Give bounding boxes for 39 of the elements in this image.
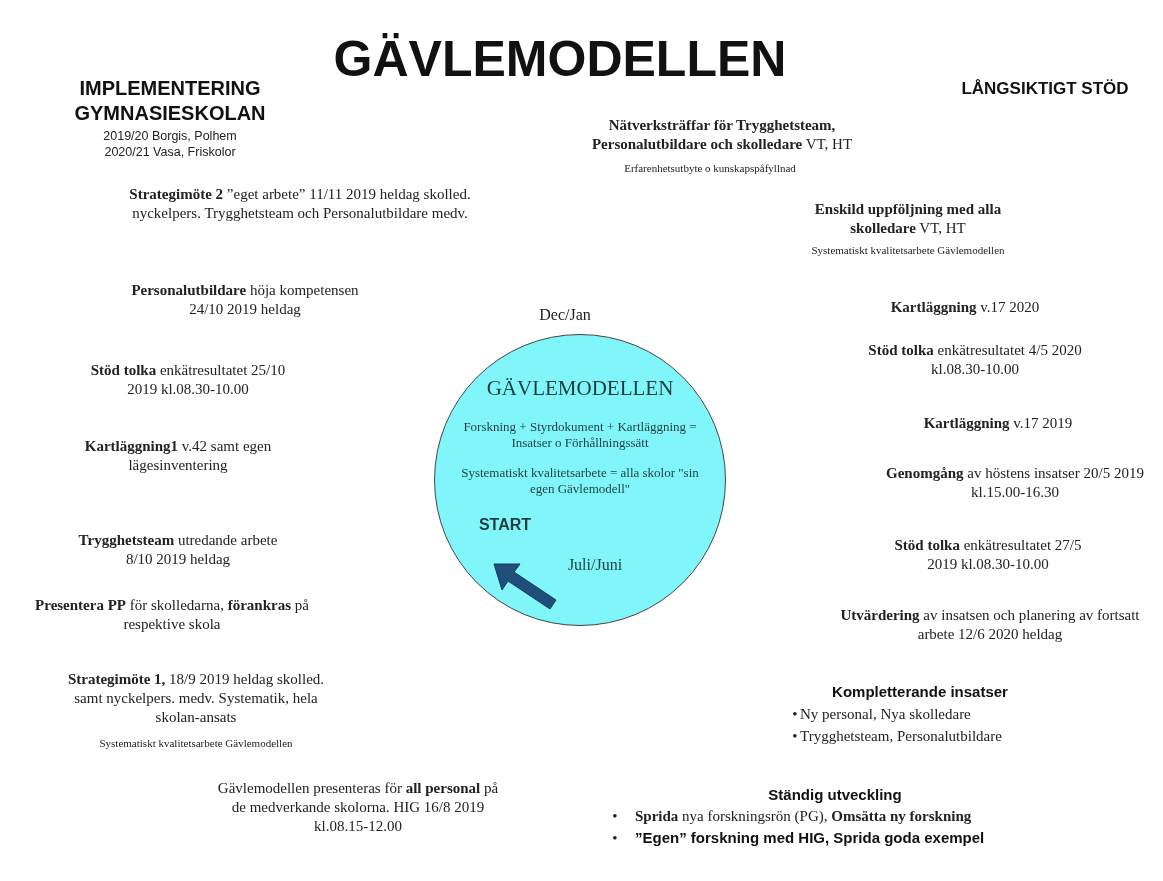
school-list: 2019/20 Borgis, Polhem 2020/21 Vasa, Friskolor <box>85 129 255 161</box>
month-label: Dec/Jan <box>538 305 592 325</box>
event-text: Genomgång av höstens insatser 20/5 2019 kl.15.00-16.30 <box>885 464 1145 502</box>
month-label: Juli/Juni <box>566 555 624 575</box>
event-text: Presentera PP för skolledarna, förankras på respektive skola <box>34 596 310 634</box>
bullet: • <box>791 705 799 724</box>
list-item: Sprida nya forskningsrön (PG), Omsätta ny forskning <box>635 807 973 826</box>
event-text: Utvärdering av insatsen och planering av fortsatt arbete 12/6 2020 heldag <box>839 606 1141 644</box>
note-text: Erfarenhetsutbyte o kunskapspåfyllnad <box>623 162 797 176</box>
event-text: Personalutbildare höja kompetensen 24/10 2019 heldag <box>130 281 360 319</box>
heading: Ständig utveckling <box>767 786 903 805</box>
event-text: Kartläggning v.17 2020 <box>889 298 1041 317</box>
event-text: Strategimöte 2 ”eget arbete” 11/11 2019 heldag skolled. nyckelpers. Trygghetsteam och Personalutbildare medv. <box>128 185 472 223</box>
event-text: Gävlemodellen presenteras för all personal på de medverkande skolorna. HIG 16/8 2019 kl.08.15-12.00 <box>216 779 500 836</box>
event-text: Trygghetsteam utredande arbete 8/10 2019 heldag <box>77 531 279 569</box>
event-text: Stöd tolka enkätresultatet 4/5 2020 kl.08.30-10.00 <box>867 341 1083 379</box>
formula-text: Forskning + Styrdokument + Kartläggning = Insatser o Förhållningssätt <box>462 419 698 452</box>
list-item: Ny personal, Nya skolledare <box>800 705 972 724</box>
event-text: Stöd tolka enkätresultatet 25/10 2019 kl.08.30-10.00 <box>89 361 287 399</box>
title: GÄVLEMODELLEN <box>332 30 788 89</box>
bullet: • <box>791 727 799 746</box>
formula-text: Systematiskt kvalitetsarbete = alla skolor "sin egen Gävlemodell" <box>460 465 700 498</box>
heading: Kompletterande insatser <box>831 683 1009 702</box>
note-text: Systematiskt kvalitetsarbete Gävlemodellen <box>98 737 294 751</box>
bullet: • <box>611 807 619 826</box>
start-label: START <box>477 515 533 535</box>
heading: IMPLEMENTERING GYMNASIESKOLAN <box>73 76 267 126</box>
event-text: Nätverksträffar för Trygghetsteam, Personalutbildare och skolledare VT, HT <box>590 116 854 154</box>
event-text: Kartläggning1 v.42 samt egen lägesinventering <box>83 437 273 475</box>
event-text: Enskild uppföljning med alla skolledare VT, HT <box>813 200 1003 238</box>
heading: LÅNGSIKTIGT STÖD <box>960 78 1130 100</box>
list-item: Trygghetsteam, Personalutbildare <box>800 727 1003 746</box>
circle-title: GÄVLEMODELLEN <box>485 375 675 402</box>
event-text: Strategimöte 1, 18/9 2019 heldag skolled. samt nyckelpers. medv. Systematik, hela skolan-ansats <box>66 670 326 727</box>
event-text: Kartläggning v.17 2019 <box>922 414 1074 433</box>
note-text: Systematiskt kvalitetsarbete Gävlemodellen <box>810 244 1006 258</box>
event-text: Stöd tolka enkätresultatet 27/5 2019 kl.08.30-10.00 <box>893 536 1083 574</box>
list-item: ”Egen” forskning med HIG, Sprida goda exempel <box>635 829 986 848</box>
bullet: • <box>611 829 619 848</box>
